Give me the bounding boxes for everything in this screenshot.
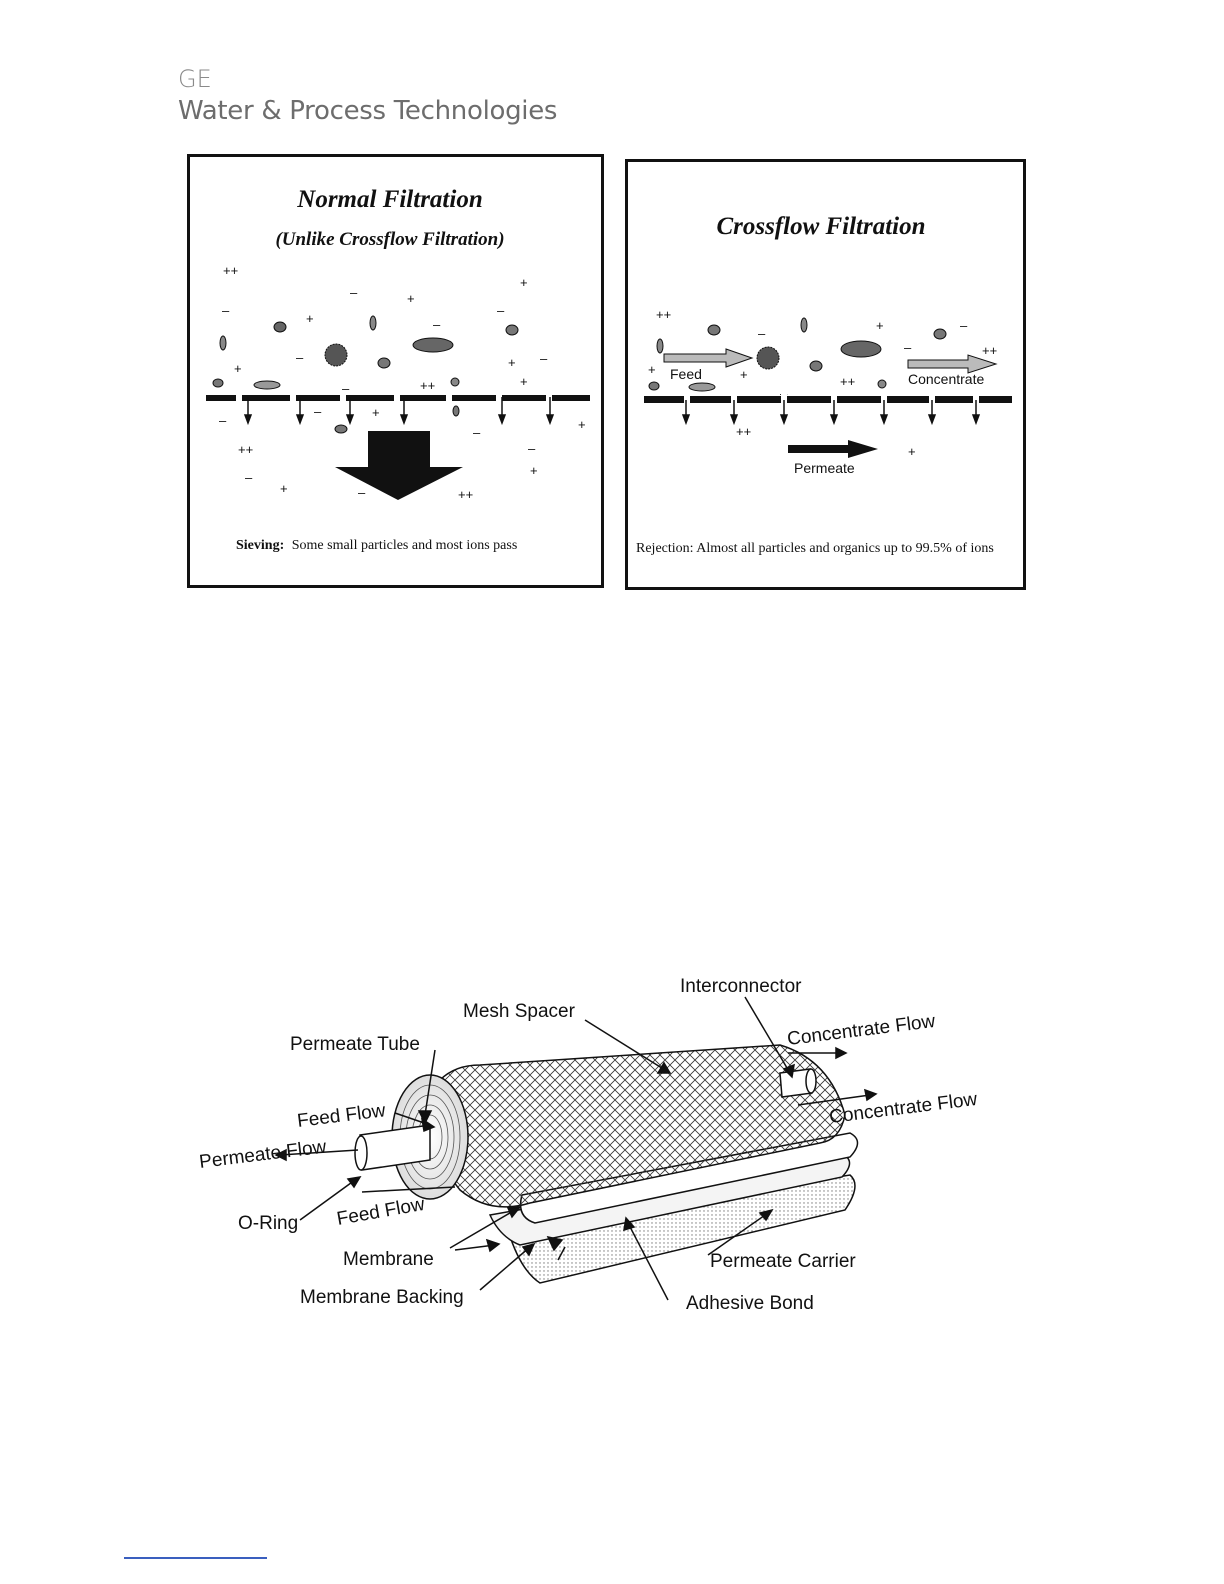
svg-text:++: ++ [238,442,253,457]
svg-text:–: – [758,326,766,341]
label-membrane-backing: Membrane Backing [300,1287,464,1308]
label-interconnector: Interconnector [680,976,802,997]
brand-header: GE Water & Process Technologies [178,64,557,128]
membrane-line [644,394,1012,426]
crossflow-filtration-title: Crossflow Filtration [716,213,925,240]
label-concentrate-flow-top: Concentrate Flow [786,1011,937,1050]
svg-text:–: – [219,413,227,428]
crossflow-filtration-figure: Crossflow Filtration ++ – + – – ++ + + +… [636,213,1012,556]
svg-text:–: – [433,317,441,332]
label-permeate-tube: Permeate Tube [290,1034,420,1055]
svg-text:+: + [740,367,748,382]
svg-text:+: + [876,318,884,333]
svg-text:+: + [520,374,528,389]
svg-text:–: – [296,350,304,365]
svg-text:+: + [578,417,586,432]
division-name: Water & Process Technologies [178,96,558,126]
svg-text:+: + [234,361,242,376]
svg-text:–: – [473,425,481,440]
adhesive-bond-sheet [519,1132,859,1224]
svg-text:–: – [960,318,968,333]
footer-rule [124,1557,267,1559]
svg-text:+: + [372,405,380,420]
big-down-arrow [335,431,463,500]
ion-symbols: ++ – + – – ++ + + ++ – – ++ + [648,307,997,459]
svg-text:–: – [350,285,358,300]
label-permeate-flow: Permeate Flow [198,1137,328,1173]
membrane-line [206,393,590,426]
sieving-text: Some small particles and most ions pass [292,538,518,553]
crossflow-filtration-panel: Crossflow Filtration ++ – + – – ++ + + +… [625,159,1026,590]
label-feed-flow-bottom: Feed Flow [335,1194,426,1230]
label-feed-flow-top: Feed Flow [296,1100,387,1132]
svg-text:–: – [540,351,548,366]
svg-text:++: ++ [420,378,435,393]
permeate-label: Permeate [794,460,855,476]
label-adhesive-bond: Adhesive Bond [686,1293,814,1314]
svg-text:–: – [528,441,536,456]
particles [212,315,519,434]
svg-text:–: – [497,303,505,318]
label-membrane: Membrane [343,1249,434,1270]
normal-filtration-title: Normal Filtration [296,186,482,213]
svg-text:–: – [222,303,230,318]
svg-text:–: – [780,386,788,401]
svg-text:++: ++ [458,487,473,502]
svg-text:–: – [245,470,253,485]
brand-name: GE [178,65,212,93]
svg-text:+: + [908,444,916,459]
svg-text:–: – [904,340,912,355]
svg-text:–: – [342,381,350,396]
svg-text:++: ++ [840,374,855,389]
sieving-label: Sieving: [236,538,284,553]
normal-filtration-figure: Normal Filtration (Unlike Crossflow Filt… [206,186,590,553]
svg-text:+: + [648,362,656,377]
label-concentrate-flow-bottom: Concentrate Flow [828,1089,979,1128]
label-mesh-spacer: Mesh Spacer [463,1001,576,1022]
label-o-ring: O-Ring [238,1213,298,1234]
particles [648,317,947,392]
svg-text:++: ++ [223,263,238,278]
svg-text:++: ++ [736,424,751,439]
svg-text:+: + [280,481,288,496]
svg-text:++: ++ [656,307,671,322]
concentrate-arrow [907,354,998,374]
feed-label: Feed [670,366,702,382]
svg-text:–: – [314,404,322,419]
normal-filtration-panel: Normal Filtration (Unlike Crossflow Filt… [187,154,604,588]
interconnector-end [805,1068,817,1094]
ion-symbols: ++ – – + + + – – – + + – + ++ – – – + + … [219,263,586,502]
svg-text:+: + [508,355,516,370]
svg-text:++: ++ [982,343,997,358]
rejection-caption: Rejection: Almost all particles and orga… [636,541,994,556]
svg-text:–: – [358,485,366,500]
svg-text:+: + [407,291,415,306]
concentrate-label: Concentrate [908,371,984,387]
svg-text:+: + [530,463,538,478]
svg-text:+: + [306,311,314,326]
permeate-arrow [788,440,878,458]
label-permeate-carrier: Permeate Carrier [710,1251,856,1272]
normal-filtration-subtitle: (Unlike Crossflow Filtration) [275,229,504,250]
permeate-tube-end [354,1135,368,1171]
svg-text:+: + [520,275,528,290]
leader-lines [274,996,878,1301]
spiral-wound-element-diagram: Interconnector Mesh Spacer Permeate Tube… [198,976,979,1314]
svg-text:Sieving: Some small part: Sieving: Some small particles and most i… [236,538,517,553]
permeate-carrier-sheet [507,1174,856,1284]
feed-arrow [663,348,754,368]
